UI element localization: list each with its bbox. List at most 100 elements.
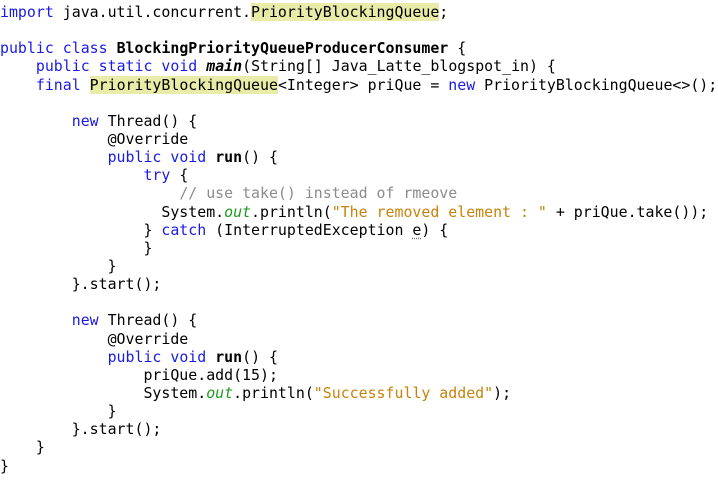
code-token: catch (161, 220, 207, 239)
code-line: } (0, 257, 717, 275)
code-token: void (170, 347, 207, 366)
code-line: } (0, 402, 717, 420)
code-token: "The removed element : " (331, 202, 547, 221)
code-token: System. (0, 202, 225, 221)
code-token: public (107, 347, 162, 366)
code-line: }.start(); (0, 275, 717, 293)
code-token (81, 76, 90, 94)
code-token: { (170, 166, 189, 185)
code-token: PriorityBlockingQueue<>(); (475, 75, 718, 94)
code-token: (String[] Java_Latte_blogspot_in) { (242, 57, 556, 76)
code-line: public void run() { (0, 348, 717, 366)
code-token: ) { (421, 220, 449, 239)
code-token: class (62, 39, 108, 58)
code-line: new Thread() { (0, 311, 717, 329)
code-line (0, 21, 717, 39)
code-token: import (0, 3, 54, 21)
code-token: }.start(); (0, 275, 162, 294)
code-token (161, 348, 170, 366)
warning-token: e (412, 220, 422, 239)
code-token: } (0, 220, 162, 239)
code-line: try { (0, 166, 717, 184)
code-line: } (0, 457, 717, 475)
code-token (90, 57, 99, 75)
code-token: BlockingPriorityQueueProducerConsumer (116, 39, 449, 58)
code-line: priQue.add(15); (0, 366, 717, 384)
code-line: @Override (0, 130, 717, 148)
code-token: void (161, 57, 198, 76)
code-token: () { (242, 347, 278, 366)
code-line (0, 94, 717, 112)
code-token: public (107, 148, 162, 167)
code-token: } (0, 438, 45, 457)
code-token: } (0, 256, 117, 275)
code-token (0, 311, 72, 329)
code-line (0, 293, 717, 311)
code-token (206, 148, 215, 166)
code-token: run (215, 347, 243, 366)
code-token: try (143, 166, 171, 185)
code-token: (InterruptedException (206, 220, 413, 239)
code-token: out (224, 202, 252, 221)
code-line: public void run() { (0, 148, 717, 166)
code-token: out (206, 383, 234, 402)
code-token: run (215, 148, 243, 167)
code-token: Thread() { (98, 111, 198, 130)
code-token: @Override (0, 329, 189, 348)
code-token: { (448, 39, 467, 58)
code-token (0, 57, 36, 75)
code-token: ; (439, 3, 449, 21)
code-token (54, 39, 63, 57)
code-token: System. (0, 383, 207, 402)
code-editor[interactable]: import java.util.concurrent.PriorityBloc… (0, 3, 717, 475)
code-token: new (448, 75, 476, 94)
code-token: } (0, 456, 9, 475)
code-token: () { (242, 148, 278, 167)
code-token: void (170, 148, 207, 167)
code-line: // use take() instead of rmeove (0, 184, 717, 202)
code-token: java.util.concurrent. (53, 3, 252, 21)
code-line: public class BlockingPriorityQueueProduc… (0, 39, 717, 57)
code-token: }.start(); (0, 420, 162, 439)
code-line: public static void main(String[] Java_La… (0, 57, 717, 75)
code-token: "Successfully added" (313, 383, 494, 402)
highlighted-token: PriorityBlockingQueue (251, 3, 440, 21)
code-token: .println( (251, 202, 332, 221)
code-line: }.start(); (0, 420, 717, 438)
code-token: public (0, 39, 54, 58)
code-line: @Override (0, 330, 717, 348)
code-token: new (71, 311, 99, 330)
code-line: } (0, 239, 717, 257)
code-token (108, 39, 117, 57)
code-token: .println( (233, 383, 314, 402)
code-token (0, 184, 179, 202)
code-line: new Thread() { (0, 112, 717, 130)
code-token (0, 76, 36, 94)
code-token (0, 148, 108, 166)
code-line: System.out.println("The removed element … (0, 203, 717, 221)
code-token (0, 112, 72, 130)
code-token: @Override (0, 129, 189, 148)
code-token (0, 348, 108, 366)
code-token (197, 57, 206, 75)
code-token: final (35, 75, 81, 94)
code-line: final PriorityBlockingQueue<Integer> pri… (0, 75, 718, 94)
code-token: new (71, 111, 99, 130)
code-token: static (98, 57, 153, 76)
code-token: public (35, 57, 90, 76)
code-token: // use take() instead of rmeove (179, 184, 458, 203)
code-token: priQue.add(15); (0, 365, 278, 384)
code-token: + priQue.take()); (546, 202, 709, 221)
code-line: System.out.println("Successfully added")… (0, 384, 717, 402)
code-token (161, 148, 170, 166)
code-token (0, 166, 143, 184)
code-token: <Integer> priQue = (277, 75, 449, 94)
code-token: ); (493, 383, 512, 402)
highlighted-token: PriorityBlockingQueue (89, 75, 278, 94)
code-token: } (0, 402, 117, 421)
code-line: } (0, 438, 717, 456)
code-line: import java.util.concurrent.PriorityBloc… (0, 3, 717, 21)
code-line: } catch (InterruptedException e) { (0, 221, 717, 239)
code-token: } (0, 238, 153, 257)
code-token (206, 348, 215, 366)
